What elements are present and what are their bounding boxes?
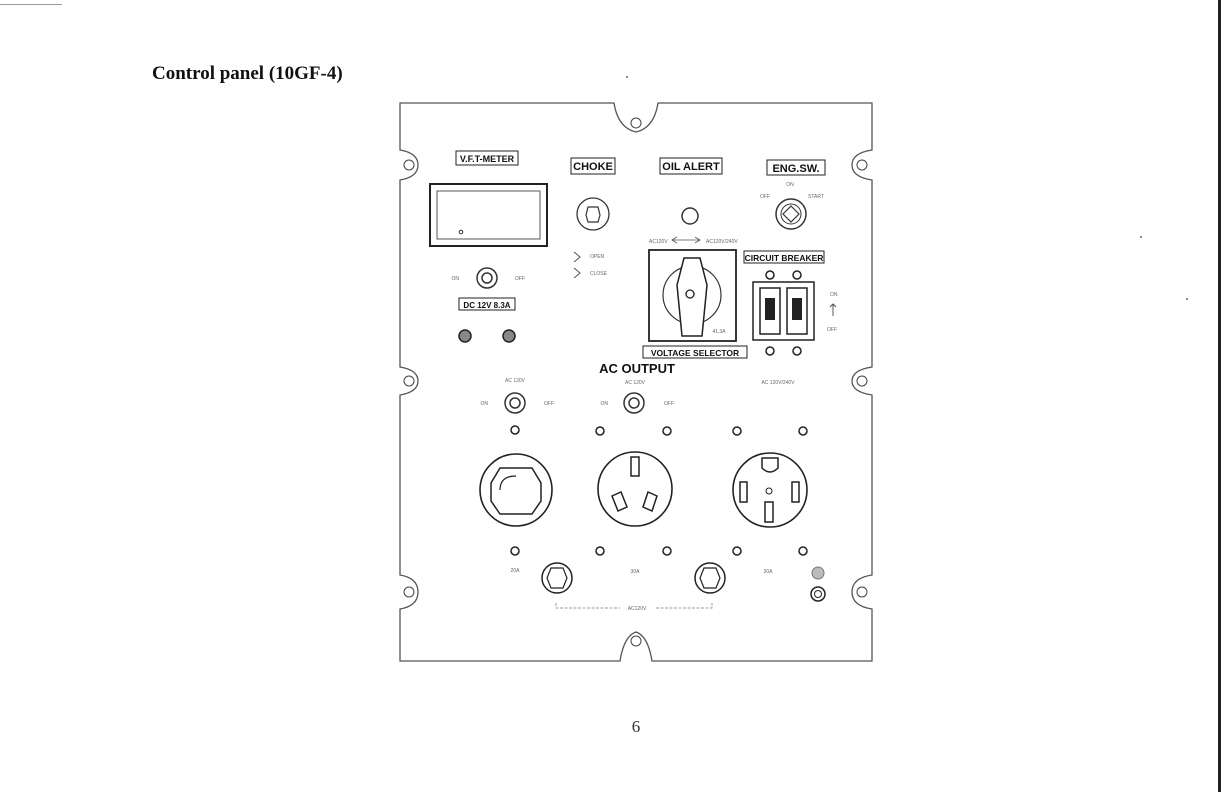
ac-outlet-240v [733, 453, 807, 527]
screw [663, 427, 671, 435]
dc-rating-text: DC 12V 8.3A [463, 301, 510, 310]
ac-mid-voltage-text: AC 120V [625, 380, 646, 386]
amp-right-text: 30A [764, 569, 774, 575]
selector-amp-text: 41.3A [712, 329, 726, 335]
dc-terminal-positive [459, 330, 471, 342]
ac-left-on-text: ON [481, 401, 489, 407]
eng-on-text: ON [786, 182, 794, 188]
screw [799, 427, 807, 435]
voltage-selector-text: VOLTAGE SELECTOR [651, 348, 739, 358]
screw [511, 547, 519, 555]
breaker-off-text: OFF [827, 327, 837, 333]
screw [733, 547, 741, 555]
mount-hole [404, 160, 414, 170]
eng-start-text: START [808, 194, 824, 200]
mount-hole [857, 587, 867, 597]
amp-left-text: 20A [511, 568, 521, 574]
ground-lamp [812, 567, 824, 579]
screw [733, 427, 741, 435]
bottom-ac-text: AC120V [628, 606, 647, 612]
circuit-breaker-label: CIRCUIT BREAKER [744, 251, 824, 263]
page-number: 6 [0, 717, 1224, 737]
ac-mid-off-text: OFF [664, 401, 674, 407]
dc-rating-label: DC 12V 8.3A [459, 298, 515, 310]
ac-left-breaker-button [505, 393, 525, 413]
vft-meter-label: V.F.T-METER [456, 151, 518, 165]
eng-sw-label: ENG.SW. [767, 160, 825, 175]
dc-terminal-negative [503, 330, 515, 342]
mount-hole [404, 376, 414, 386]
choke-open-text: OPEN [590, 254, 605, 260]
ac-output-text: AC OUTPUT [599, 361, 675, 376]
circuit-breaker-text: CIRCUIT BREAKER [745, 253, 824, 263]
amp-mid-text: 30A [631, 569, 641, 575]
dc-on-text: ON [452, 276, 460, 282]
screw [663, 547, 671, 555]
screw [596, 427, 604, 435]
screw [799, 547, 807, 555]
ac-mid-on-text: ON [601, 401, 609, 407]
mount-hole [631, 118, 641, 128]
ac-mid-breaker-button [624, 393, 644, 413]
screw [596, 547, 604, 555]
choke-label: CHOKE [571, 158, 615, 174]
vft-meter-text: V.F.T-METER [460, 154, 515, 164]
ac-left-voltage-text: AC 120V [505, 378, 526, 384]
screw [511, 426, 519, 434]
ac-right-voltage-text: AC 120V/240V [761, 380, 795, 386]
eng-off-text: OFF [760, 194, 770, 200]
mount-hole [631, 636, 641, 646]
ac-outlet-30a [598, 452, 672, 526]
ac-left-off-text: OFF [544, 401, 554, 407]
oil-alert-label: OIL ALERT [660, 158, 722, 174]
breaker-on-text: ON [830, 292, 838, 298]
mount-hole [857, 376, 867, 386]
choke-text: CHOKE [573, 161, 613, 173]
choke-close-text: CLOSE [590, 271, 608, 277]
vft-meter-display [430, 184, 547, 246]
mount-hole [404, 587, 414, 597]
breaker-toggle-right [792, 298, 802, 320]
eng-sw-text: ENG.SW. [772, 163, 819, 175]
choke-knob [577, 198, 609, 230]
mount-hole [857, 160, 867, 170]
oil-alert-text: OIL ALERT [662, 161, 720, 173]
dc-breaker-button [477, 268, 497, 288]
voltage-right-text: AC120V/240V [706, 239, 738, 245]
voltage-left-text: AC120V [649, 239, 668, 245]
dc-off-text: OFF [515, 276, 525, 282]
voltage-selector-label: VOLTAGE SELECTOR [643, 346, 747, 358]
circuit-breaker-block [753, 282, 814, 340]
breaker-toggle-left [765, 298, 775, 320]
ground-terminal [811, 587, 825, 601]
oil-alert-lamp [682, 208, 698, 224]
